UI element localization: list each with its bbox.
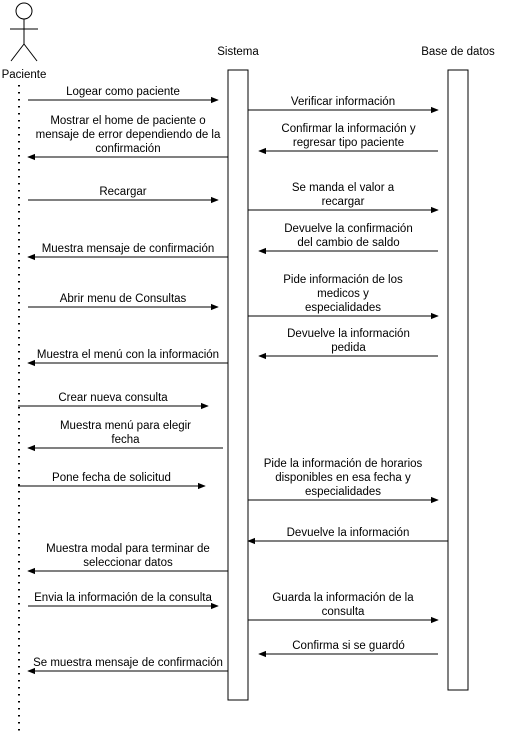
participant-system-label: Sistema bbox=[217, 46, 259, 58]
message: Muestra modal para terminar de selecciona… bbox=[27, 543, 228, 575]
message-label: especialidades bbox=[305, 486, 381, 498]
message-label: Pone fecha de solicitud bbox=[52, 472, 171, 484]
message: Devuelve la confirmación del cambio de sa… bbox=[258, 223, 438, 255]
message-label: Devuelve la información bbox=[287, 328, 410, 340]
message: Envia la información de la consulta bbox=[28, 592, 219, 610]
message-label: recargar bbox=[322, 196, 365, 208]
message-label: Envia la información de la consulta bbox=[34, 592, 212, 604]
message-label: Muestra mensaje de confirmación bbox=[42, 243, 215, 255]
message: Pide la información de horarios disponibl… bbox=[248, 458, 439, 504]
message-label: medicos y bbox=[317, 288, 369, 300]
message-label: Guarda la información de la bbox=[272, 592, 414, 604]
system-activation-bar bbox=[227, 69, 249, 701]
message-label: disponibles en esa fecha y bbox=[275, 472, 411, 484]
message: Confirma si se guardó bbox=[258, 640, 438, 658]
message-label: fecha bbox=[111, 434, 140, 446]
message: Mostrar el home de paciente o mensaje de … bbox=[27, 115, 228, 161]
message-label: Muestra menú para elegir bbox=[60, 420, 191, 432]
actor-stick-figure-icon bbox=[10, 2, 38, 62]
message: Pide información de los medicos y especial… bbox=[248, 274, 439, 320]
message-label: seleccionar datos bbox=[83, 557, 173, 569]
participant-actor-label: Paciente bbox=[2, 69, 47, 81]
message-label: Pide información de los bbox=[283, 274, 403, 286]
message-label: Verificar información bbox=[291, 96, 395, 108]
message: Devuelve la información pedida bbox=[258, 328, 438, 360]
message-label: del cambio de saldo bbox=[297, 237, 399, 249]
message: Abrir menu de Consultas bbox=[28, 293, 219, 311]
message-label: Muestra el menú con la información bbox=[37, 349, 219, 361]
message: Devuelve la información bbox=[247, 527, 448, 545]
message-label: Mostrar el home de paciente o bbox=[50, 115, 205, 127]
message: Se muestra mensaje de confirmación bbox=[27, 657, 228, 675]
message: Se manda el valor a recargar bbox=[248, 182, 439, 214]
message-label: Muestra modal para terminar de bbox=[46, 543, 210, 555]
message-label: consulta bbox=[322, 606, 365, 618]
message-label: Devuelve la confirmación bbox=[284, 223, 412, 235]
message: Pone fecha de solicitud bbox=[18, 472, 206, 490]
message-label: Se muestra mensaje de confirmación bbox=[33, 657, 223, 669]
message: Verificar información bbox=[248, 96, 439, 114]
message-label: Logear como paciente bbox=[66, 86, 180, 98]
message-label: regresar tipo paciente bbox=[293, 137, 404, 149]
message-label: Recargar bbox=[99, 186, 146, 198]
message: Logear como paciente bbox=[28, 86, 219, 104]
message-label: Abrir menu de Consultas bbox=[60, 293, 187, 305]
message-label: Pide la información de horarios bbox=[264, 458, 423, 470]
message: Crear nueva consulta bbox=[18, 392, 209, 410]
message: Recargar bbox=[28, 186, 219, 204]
message: Muestra mensaje de confirmación bbox=[27, 243, 228, 261]
message-label: Confirma si se guardó bbox=[292, 640, 405, 652]
message-label: mensaje de error dependiendo de la bbox=[36, 129, 221, 141]
message-label: especialidades bbox=[305, 302, 381, 314]
database-activation-bar bbox=[447, 69, 469, 691]
message-label: Confirmar la información y bbox=[281, 123, 415, 135]
message: Muestra el menú con la información bbox=[27, 349, 228, 367]
message: Confirmar la información y regresar tipo … bbox=[258, 123, 438, 155]
message-label: pedida bbox=[331, 342, 366, 354]
message-label: Devuelve la información bbox=[287, 527, 410, 539]
message-label: confirmación bbox=[95, 143, 160, 155]
message-label: Crear nueva consulta bbox=[58, 392, 168, 404]
participant-database-label: Base de datos bbox=[421, 46, 495, 58]
message: Muestra menú para elegir fecha bbox=[27, 420, 223, 452]
message-label: Se manda el valor a bbox=[292, 182, 395, 194]
message: Guarda la información de la consulta bbox=[248, 592, 439, 624]
